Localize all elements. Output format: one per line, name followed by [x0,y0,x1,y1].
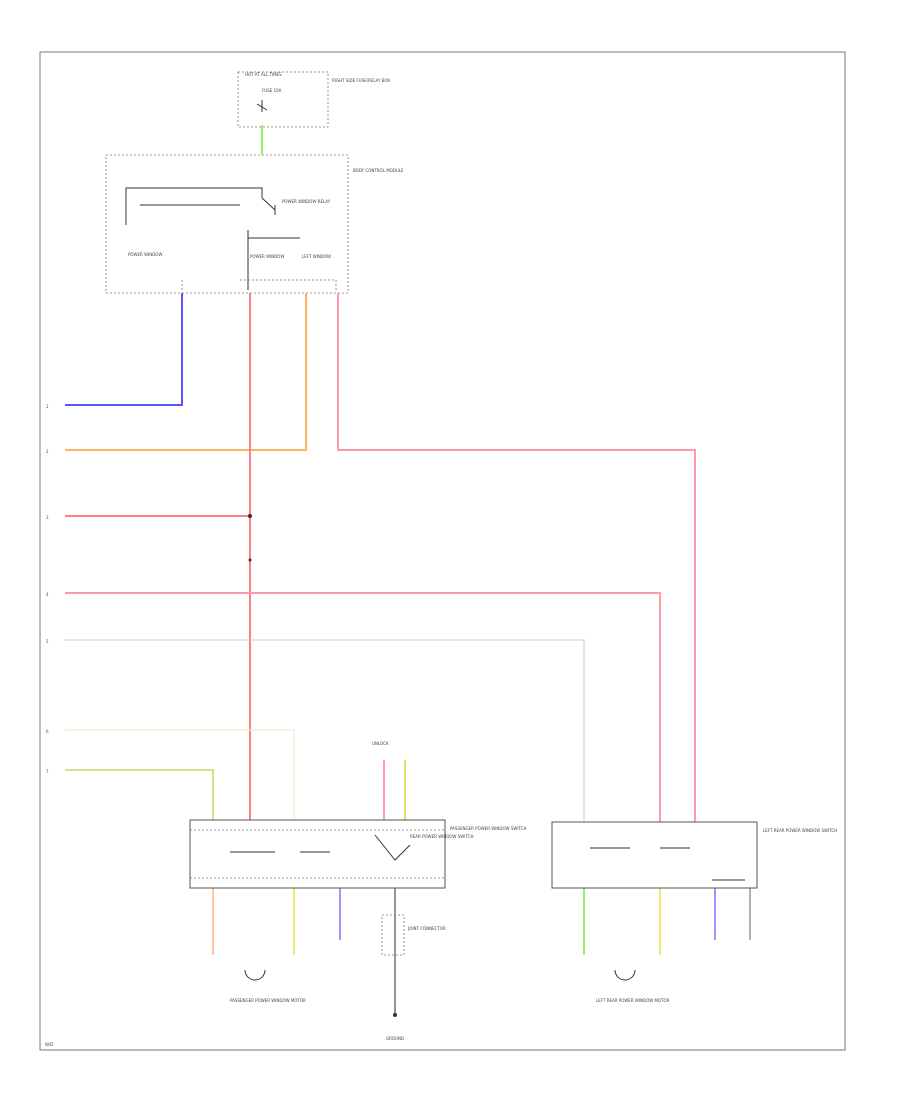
joint-outline [381,914,405,956]
fuse-symbol [256,100,268,112]
lrw-motor-symbol [614,969,636,981]
row-7: 7 [46,769,49,774]
psw-outline [189,819,446,889]
joint-label: JOINT CONNECTOR [407,926,446,931]
bcm-internal-line [247,230,300,290]
wire-orange [65,293,307,451]
fuse-hot-label: HOT AT ALL TIMES [245,72,282,77]
passenger-window-switch: PASSENGER POWER WINDOW SWITCH REAR POWER… [189,741,527,889]
psw-contacts [230,834,411,861]
passenger-window-motor: PASSENGER POWER WINDOW MOTOR [230,969,306,1003]
row-2: 2 [46,449,49,454]
row-1: 1 [46,404,49,409]
rear-switch-label: REAR POWER WINDOW SWITCH [410,834,473,839]
wire-yellowgreen-row7 [65,769,214,820]
lrw-label: LEFT REAR POWER WINDOW SWITCH [763,828,837,833]
psw-rails [190,829,445,879]
wire-pink-row4 [65,592,661,822]
lrw-motor-label: LEFT REAR POWER WINDOW MOTOR [596,998,670,1003]
footer-label: W/D [45,1042,53,1047]
splice-red-2 [248,558,252,562]
fuse-rating-label: FUSE 10A [262,88,282,93]
bcm-label: BODY CONTROL MODULE [353,168,404,173]
wire-blue [65,293,183,406]
row-5: 5 [46,639,49,644]
bcm-relay-label: POWER WINDOW RELAY [282,199,331,204]
psw-motor-label: PASSENGER POWER WINDOW MOTOR [230,998,306,1003]
wire-cream-row6 [65,729,295,820]
row-4: 4 [46,592,49,597]
row-3: 3 [46,515,49,520]
psw-motor-symbol [244,969,266,981]
lrw-outline [551,821,758,889]
bcm-out1-label: POWER WINDOW [250,254,284,259]
joint-connector: JOINT CONNECTOR GROUND [381,914,446,1041]
left-row-markers: 1 2 3 4 5 6 7 [46,404,49,774]
bcm-outline [105,154,349,294]
psw-label: PASSENGER POWER WINDOW SWITCH [450,826,527,831]
wires [65,125,751,1015]
fuse-block: HOT AT ALL TIMES FUSE 10A RIGHT SIDE FUS… [237,71,390,128]
bcm-inner-label: POWER WINDOW [128,252,162,257]
bcm-out2-label: LEFT WINDOW [302,254,331,259]
bcm-connector-rail [181,279,337,292]
bcm-relay-contacts [125,187,276,225]
fuse-box-name: RIGHT SIDE FUSE/RELAY BOX [332,78,390,83]
wire-pink-rear [337,293,696,822]
left-rear-window-switch: LEFT REAR POWER WINDOW SWITCH [551,821,837,889]
body-control-module: BODY CONTROL MODULE POWER WINDOW RELAY P… [105,154,404,294]
diagram-frame [39,51,846,1051]
splice-red [248,514,252,518]
wire-gray-row5 [65,639,585,822]
row-6: 6 [46,729,49,734]
left-rear-window-motor: LEFT REAR POWER WINDOW MOTOR [596,969,670,1003]
lrw-contacts [590,847,745,881]
unlock-lock-label: UNLOCK [372,741,389,746]
ground-dot [393,1013,397,1017]
fuse-box-outline [237,71,329,128]
ground-label: GROUND [386,1036,404,1041]
